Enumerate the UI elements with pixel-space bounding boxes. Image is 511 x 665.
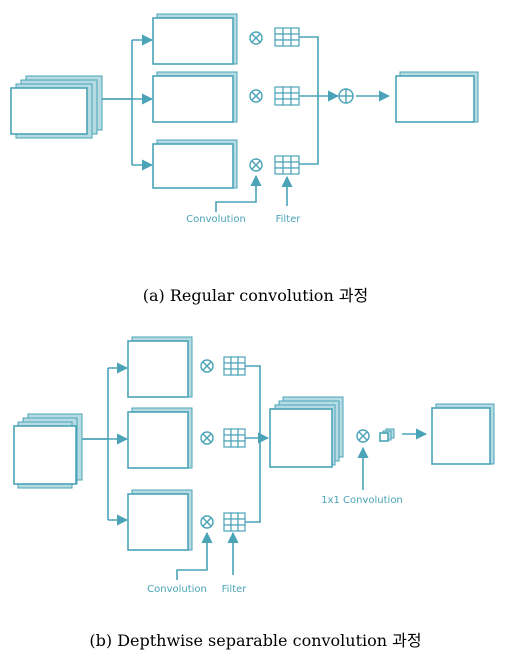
feature-map-a1 xyxy=(152,13,238,65)
feature-map-a2 xyxy=(152,71,238,123)
input-volume-b xyxy=(13,413,83,489)
multiply-icon xyxy=(356,429,370,443)
multiply-icon xyxy=(200,431,214,445)
pointwise-cube-icon xyxy=(379,428,395,442)
feature-map-b3 xyxy=(127,489,193,551)
feature-map-b2 xyxy=(127,407,193,469)
annotation-filter-b: Filter xyxy=(222,584,248,595)
filter-grid-icon xyxy=(274,27,300,47)
filter-grid-icon xyxy=(223,512,246,532)
filter-grid-icon xyxy=(274,86,300,106)
multiply-icon xyxy=(249,89,263,103)
filter-grid-icon xyxy=(223,428,246,448)
annotation-convolution-b: Convolution xyxy=(147,584,207,595)
output-map-a xyxy=(395,71,479,123)
multiply-icon xyxy=(249,158,263,172)
input-volume-a xyxy=(10,75,103,139)
feature-map-a3 xyxy=(152,139,238,189)
stacked-volume-b xyxy=(269,396,344,468)
annotation-pointwise-b: 1x1 Convolution xyxy=(321,495,403,506)
merge-line-a xyxy=(299,36,319,165)
panel-a: Convolution Filter xyxy=(10,13,479,225)
feature-map-b1 xyxy=(127,336,193,398)
annotation-convolution-a: Convolution xyxy=(186,214,246,225)
filter-grid-icon xyxy=(274,155,300,175)
multiply-icon xyxy=(200,359,214,373)
convolution-pointer-b xyxy=(176,531,213,580)
convolution-pointer-a xyxy=(215,174,262,212)
annotation-filter-a: Filter xyxy=(276,214,302,225)
caption-a: (a) Regular convolution 과정 xyxy=(142,286,369,305)
filter-grid-icon xyxy=(223,356,246,376)
panel-b: 1x1 Convolution Convolution Filter xyxy=(13,336,495,595)
output-map-b xyxy=(431,403,495,465)
plus-icon xyxy=(338,88,354,104)
multiply-icon xyxy=(200,515,214,529)
multiply-icon xyxy=(249,31,263,45)
merge-line-b xyxy=(245,365,261,523)
caption-b: (b) Depthwise separable convolution 과정 xyxy=(89,631,422,650)
